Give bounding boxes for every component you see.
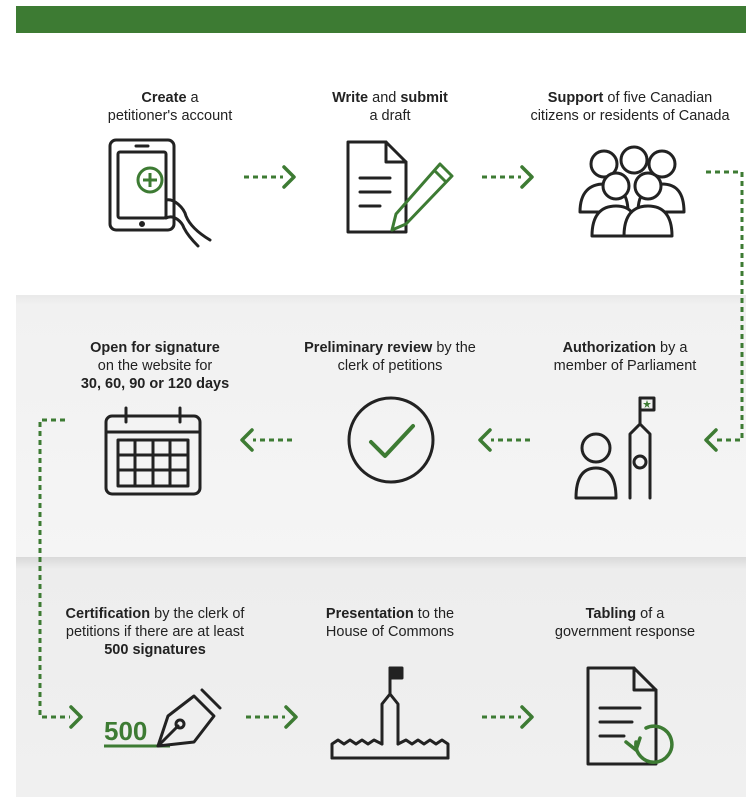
- badge-500-text: 500: [104, 716, 147, 746]
- tablet-icon: [108, 138, 212, 248]
- header-bar: [16, 6, 746, 33]
- calendar-icon: [104, 406, 202, 496]
- document-pen-icon: [346, 140, 454, 234]
- row-2-background: [16, 295, 746, 557]
- pen-nib-500-icon: 500: [104, 688, 222, 748]
- parliament-building-icon: [330, 666, 450, 760]
- member-parliament-icon: [574, 396, 656, 500]
- document-refresh-icon: [586, 666, 674, 766]
- people-group-icon: [578, 145, 686, 238]
- checkmark-circle-icon: [347, 396, 435, 484]
